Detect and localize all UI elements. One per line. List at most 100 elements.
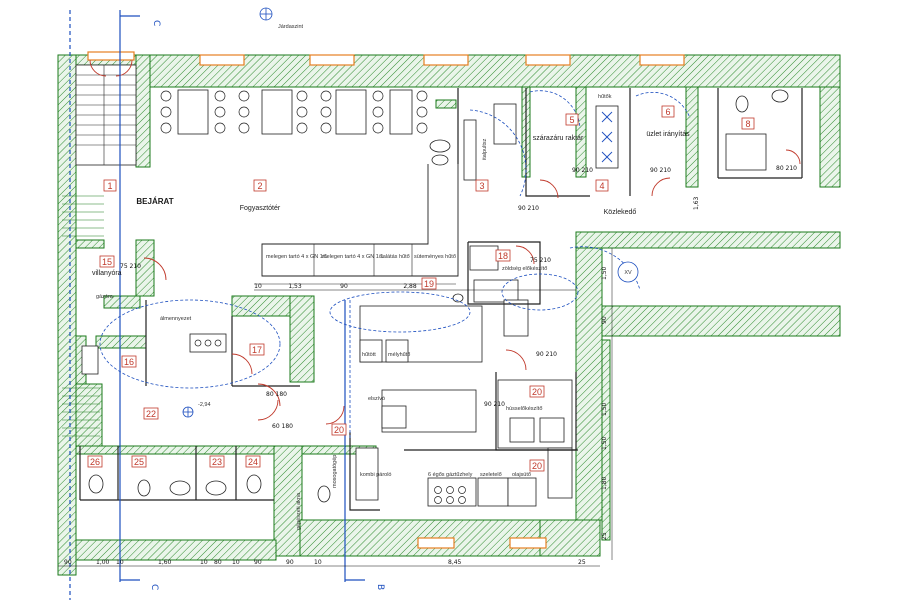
room-number: 18 [498, 251, 508, 261]
room-16: 16 [121, 355, 137, 368]
room-number: 4 [599, 181, 604, 191]
room-number: 8 [745, 119, 750, 129]
dim-label: 1,50 [601, 436, 608, 450]
dim-label: 8,45 [448, 559, 462, 566]
dim-label: 1,50 [601, 266, 608, 280]
label-gas-range: 6 égős gáztűzhely [428, 472, 473, 478]
dim-door: 60 180 [272, 423, 293, 430]
room-20-c: 20 [529, 459, 545, 472]
dim-door: 75 210 [120, 263, 141, 270]
label-street-level: Járdaszint [278, 24, 304, 30]
dim-label: 90 [254, 559, 262, 566]
walls [57, 54, 841, 576]
label-cake-fridge: süteményes hűtő [414, 254, 456, 260]
room-number: 6 [665, 107, 670, 117]
room-number: 20 [532, 387, 542, 397]
room-25: 25 [131, 455, 147, 468]
section-axes [69, 10, 365, 600]
room-number: 16 [124, 357, 134, 367]
axis-label-bottom-right: B [375, 584, 385, 590]
room-name-entrance: BEJÁRAT [136, 197, 173, 206]
dim-label: 1,60 [158, 559, 172, 566]
room-number: 26 [90, 457, 100, 467]
label-corridor: Közlekedő [604, 209, 637, 216]
dim-door: 80 180 [266, 391, 287, 398]
dim-door: 90 210 [536, 351, 557, 358]
room-name-meter: villanyóra [92, 270, 122, 277]
room-8: 8 [741, 117, 755, 130]
dim-label: 10 [116, 559, 124, 566]
room-5: 5 [565, 113, 579, 126]
dim-label: 25 [578, 559, 586, 566]
dim-label: 10 [200, 559, 208, 566]
label-salad-fridge: salátás hűtő [380, 254, 410, 260]
dining-furniture [160, 89, 451, 166]
room-20-b: 20 [331, 423, 347, 436]
room-names: BEJÁRAT Fogyasztótér szárazáru raktár üz… [92, 131, 690, 412]
label-false-ceiling: álmennyezet [160, 316, 192, 322]
room-name-veg-prep: zöldség előkészítő [502, 266, 547, 272]
label-warmer-1: melegen tartó 4 x GN 1/1 [266, 254, 327, 260]
room-numbers: 1 2 3 4 5 6 8 15 16 17 18 19 20 20 20 22… [87, 105, 755, 472]
room-26: 26 [87, 455, 103, 468]
room-19: 19 [421, 277, 437, 290]
stairs-entrance [62, 195, 104, 237]
stairs-top [75, 64, 137, 166]
room-22: 22 [143, 407, 159, 420]
dim-label: 10 [232, 559, 240, 566]
room-number: 23 [212, 457, 222, 467]
column-marker-icon [617, 261, 639, 283]
label-gas-meter: gázóra [96, 294, 114, 300]
room-number: 22 [146, 409, 156, 419]
room-23: 23 [209, 455, 225, 468]
label-warmer-2: melegen tartó 4 x GN 1/1 [322, 254, 383, 260]
partitions [79, 88, 803, 511]
dim-label: 2,88 [403, 283, 417, 290]
room-name-dining: Fogyasztótér [240, 205, 281, 212]
dim-door: 90 210 [650, 167, 671, 174]
room-number: 19 [424, 279, 434, 289]
windows [87, 51, 685, 549]
label-fryer: olajsütő [512, 472, 531, 478]
dim-label: 80 [214, 559, 222, 566]
label-combi-steamer: kombi pároló [360, 472, 392, 478]
axis-label-bottom-left: C [149, 584, 159, 590]
label-chilled: hűtött [362, 352, 376, 358]
dim-label: 1,53 [288, 283, 302, 290]
dim-label: 1,63 [693, 196, 700, 210]
room-number: 20 [532, 461, 542, 471]
room-15: 15 [99, 255, 115, 268]
label-shaft: gépészeti akna [296, 492, 302, 530]
dim-door: 90 210 [572, 167, 593, 174]
room-name-meat-prep: hússelőkészítő [506, 406, 542, 412]
dim-door: 75 210 [530, 257, 551, 264]
level-marker-icon [182, 7, 273, 418]
room-number: 5 [569, 115, 574, 125]
kitchen-equipment [189, 103, 619, 507]
room-number: 24 [248, 457, 258, 467]
label-level: -2,94 [198, 402, 211, 408]
room-name-dry-store: szárazáru raktár [533, 135, 584, 142]
dim-label: 1,00 [96, 559, 110, 566]
dim-label: 90 [601, 316, 608, 324]
label-extractor: elszívó [368, 396, 385, 402]
room-number: 3 [479, 181, 484, 191]
doors [89, 59, 801, 425]
dim-label: 1,80 [601, 476, 608, 490]
room-4: 4 [595, 179, 609, 192]
label-dishwasher: mosogatógép [332, 455, 338, 488]
stairs-bottom [62, 387, 100, 437]
room-1: 1 [103, 179, 117, 192]
serving-counter [254, 119, 477, 285]
dim-door: 90 210 [518, 205, 539, 212]
axis-label-top-left: C [151, 20, 161, 26]
room-17: 17 [249, 343, 265, 356]
sanitary-fixtures [81, 89, 789, 503]
room-number: 20 [334, 425, 344, 435]
label-freezer: mélyhűtő [388, 352, 410, 358]
room-number: 17 [252, 345, 262, 355]
dashed-lines [99, 90, 691, 440]
label-refrigerators: hűtők [598, 94, 612, 100]
room-6: 6 [661, 105, 675, 118]
